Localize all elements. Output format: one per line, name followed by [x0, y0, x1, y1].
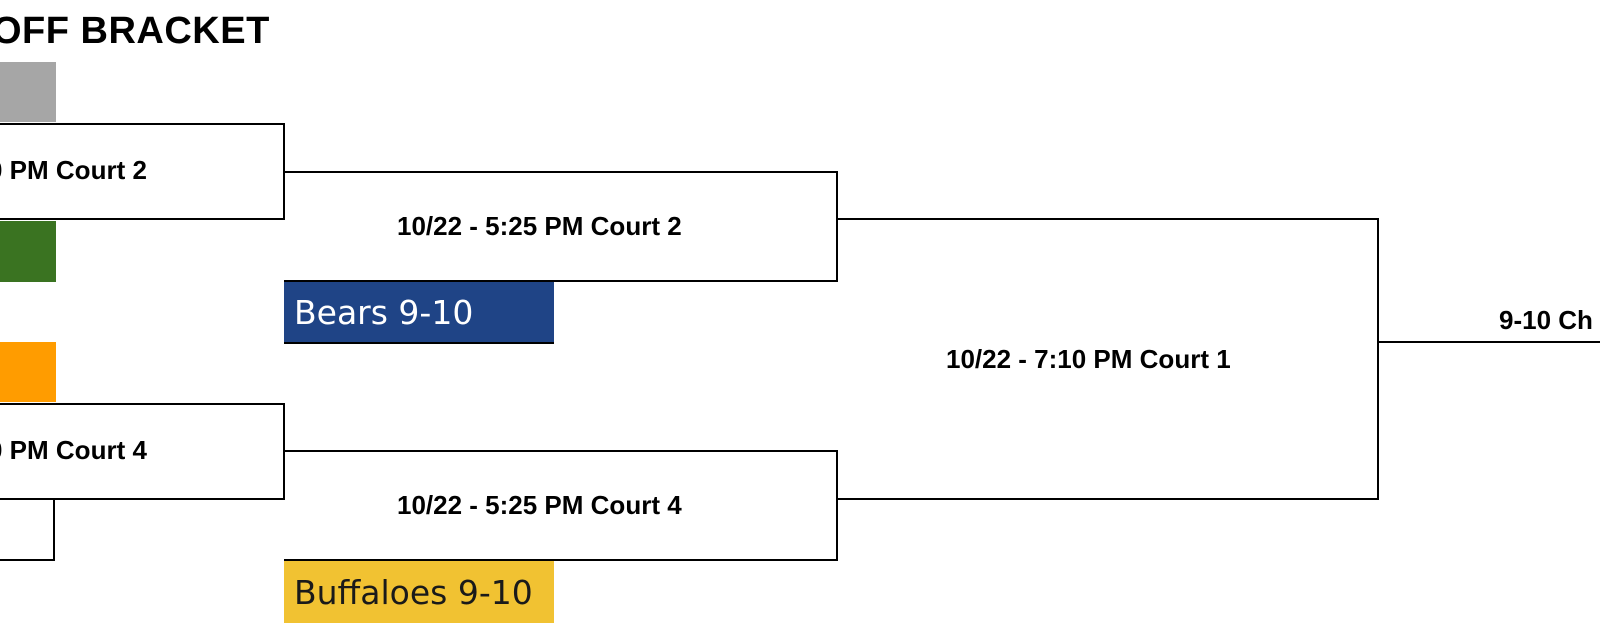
team-swatch-orange [0, 342, 56, 402]
round1-match-label-top: 0 PM Court 2 [0, 155, 147, 185]
round1-match-label-bottom: 0 PM Court 4 [0, 435, 147, 465]
team-box-buffaloes: Buffaloes 9-10 [284, 561, 554, 623]
semifinal-match-label: 10/22 - 7:10 PM Court 1 [946, 344, 1231, 374]
bracket-title: OFF BRACKET [0, 10, 270, 52]
team-name-bears: Bears 9-10 [294, 292, 474, 332]
round2-match-label-bottom: 10/22 - 5:25 PM Court 4 [397, 490, 682, 520]
team-name-buffaloes: Buffaloes 9-10 [294, 572, 533, 612]
team-box-bears: Bears 9-10 [284, 282, 554, 342]
team-swatch-gray [0, 62, 56, 122]
championship-label: 9-10 Ch [1499, 305, 1593, 335]
team-swatch-green [0, 221, 56, 282]
round2-match-label-top: 10/22 - 5:25 PM Court 2 [397, 211, 682, 241]
round1-bottom-tail [0, 499, 55, 561]
